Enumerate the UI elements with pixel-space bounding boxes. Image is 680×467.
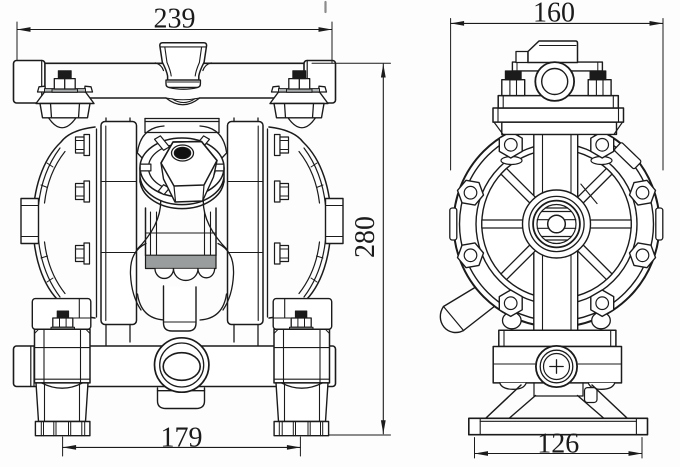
- dim-height-front-value: 280: [350, 216, 381, 258]
- discharge-port: [153, 336, 210, 410]
- top-assembly: [492, 40, 625, 136]
- dim-width-side: [450, 18, 664, 171]
- front-view: [12, 41, 344, 437]
- chamber-right: [199, 70, 344, 347]
- dim-base-side-value: 126: [537, 428, 579, 459]
- bottom-assembly: [467, 329, 649, 436]
- dim-foot-spacing: [62, 436, 301, 457]
- hub: [521, 183, 598, 259]
- air-inlet-funnel: [154, 41, 212, 106]
- foot-left: [33, 328, 91, 437]
- dim-width-front: [16, 21, 333, 64]
- chamber-left: [20, 70, 165, 347]
- air-valve-cap: [139, 135, 225, 210]
- muffler-block: [144, 117, 220, 134]
- dim-base-side: [473, 437, 643, 459]
- ribs: [481, 167, 632, 281]
- foot-right: [273, 328, 331, 437]
- dimensions: 239 179 280 160 126: [16, 0, 664, 459]
- flange-ears: [449, 142, 664, 241]
- dim-foot-spacing-value: 179: [161, 423, 203, 454]
- valve-body: [144, 207, 217, 332]
- side-view: [439, 40, 664, 436]
- dim-width-side-value: 160: [533, 0, 575, 29]
- rim-bolts: [456, 130, 657, 330]
- dim-height-front: [311, 62, 391, 436]
- dim-width-front-value: 239: [154, 4, 196, 35]
